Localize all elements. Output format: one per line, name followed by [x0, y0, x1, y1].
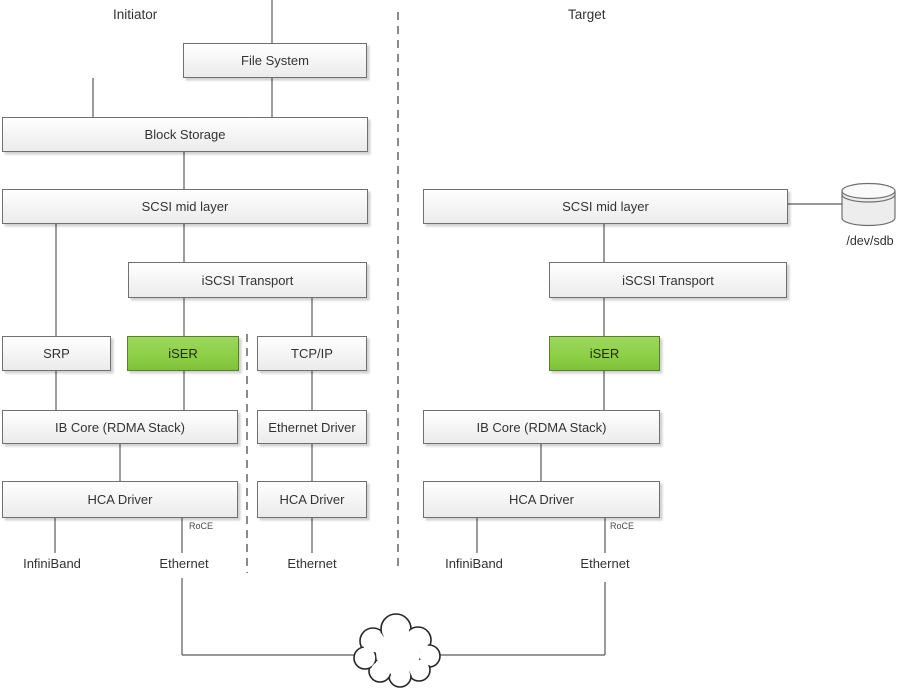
cloud-icon-fill	[355, 615, 439, 686]
node-iscsi-transport-initiator: iSCSI Transport	[128, 262, 367, 298]
target-section-title: Target	[568, 7, 606, 22]
node-hca-driver-ethernet: HCA Driver	[257, 481, 367, 518]
node-block-storage: Block Storage	[2, 117, 368, 152]
label-infiniband-target: InfiniBand	[445, 556, 503, 571]
initiator-section-title: Initiator	[113, 7, 158, 22]
node-iser-target: iSER	[549, 336, 660, 371]
node-ib-core-initiator: IB Core (RDMA Stack)	[2, 410, 238, 444]
label-ethernet-initiator: Ethernet	[159, 556, 209, 571]
node-srp: SRP	[2, 336, 111, 371]
label-roce-target: RoCE	[610, 521, 635, 531]
label-ethernet-target: Ethernet	[580, 556, 630, 571]
disk-cylinder-icon	[841, 182, 896, 227]
node-scsi-mid-layer-target: SCSI mid layer	[423, 189, 788, 224]
node-tcp-ip: TCP/IP	[257, 336, 367, 371]
node-file-system: File System	[183, 43, 367, 78]
label-roce-initiator: RoCE	[189, 521, 214, 531]
node-iser-initiator: iSER	[127, 336, 239, 371]
node-hca-driver-initiator: HCA Driver	[2, 481, 238, 518]
label-ethernet-tcp: Ethernet	[287, 556, 337, 571]
node-iscsi-transport-target: iSCSI Transport	[549, 262, 787, 298]
label-infiniband-initiator: InfiniBand	[23, 556, 81, 571]
node-ib-core-target: IB Core (RDMA Stack)	[423, 410, 660, 444]
node-scsi-mid-layer-initiator: SCSI mid layer	[2, 189, 368, 224]
label-dev-sdb: /dev/sdb	[846, 234, 894, 248]
node-ethernet-driver: Ethernet Driver	[257, 410, 367, 444]
node-hca-driver-target: HCA Driver	[423, 481, 660, 518]
